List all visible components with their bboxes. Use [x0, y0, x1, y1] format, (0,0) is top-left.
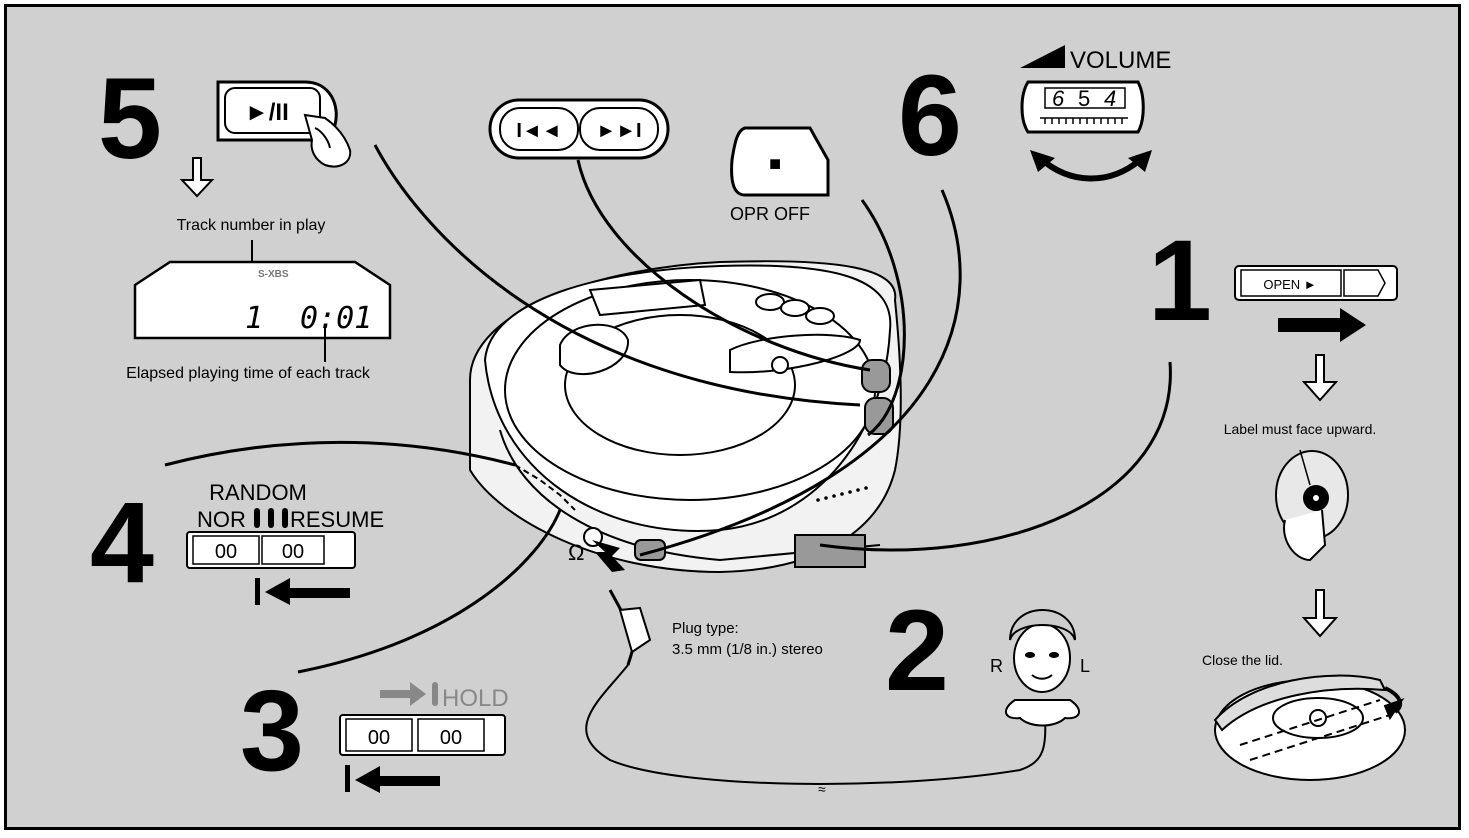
volume-title: VOLUME [1070, 47, 1171, 74]
player-dots [816, 486, 868, 502]
step-5-number: 5 [98, 55, 162, 183]
headphone-cable [585, 664, 1047, 785]
step-6-number: 6 [898, 52, 962, 180]
mode-marker-3 [282, 508, 288, 528]
listener-face-icon [1005, 609, 1080, 727]
opr-off-label: OPR OFF [730, 204, 810, 224]
lcd-elapsed-time: 0:01 [300, 301, 372, 336]
headphone-jack-icon: Ω [568, 540, 584, 565]
cable-break-mark: ≈ [818, 781, 826, 797]
skip-prev-icon: I◄◄ [516, 120, 561, 142]
step-2-number: 2 [885, 587, 949, 715]
insert-arrow-icon [592, 540, 625, 572]
hold-marker [432, 682, 438, 706]
leader-lines [164, 144, 1172, 674]
volume-digit-5: 5 [1078, 86, 1090, 111]
pressing-finger-icon [303, 113, 352, 168]
stop-icon: ■ [769, 153, 781, 175]
play-pause-button[interactable]: ►/II [216, 80, 338, 142]
random-label: RANDOM [209, 480, 307, 505]
leader-step3 [297, 509, 562, 674]
skip-prev-button[interactable] [499, 107, 579, 151]
mode-switch-digits-b: 00 [282, 541, 304, 563]
hold-arrow-icon [380, 682, 426, 706]
rotate-arrowhead-right [1128, 150, 1152, 172]
mode-switch-digits-a: 00 [215, 541, 237, 563]
closing-lid-icon [1213, 674, 1406, 781]
slide-right-arrow-icon [1278, 308, 1366, 342]
lcd-sxbs: S-XBS [258, 269, 289, 280]
headphone-plug-icon [608, 589, 652, 666]
leader-step5 [373, 144, 861, 407]
close-lid-text: Close the lid. [1202, 652, 1283, 668]
down-arrow-icon [179, 157, 215, 198]
mode-marker-2 [268, 508, 274, 528]
mode-switch[interactable]: 00 00 [186, 531, 356, 569]
track-number-label: Track number in play [177, 217, 326, 234]
skip-next-button[interactable] [579, 107, 659, 151]
skip-buttons: I◄◄ ►►I [488, 98, 670, 160]
leader-volume [639, 189, 962, 557]
step-4-number: 4 [90, 479, 154, 607]
left-ear-label: L [1080, 656, 1090, 676]
hold-label: HOLD [442, 685, 509, 712]
plug-spec-label: 3.5 mm (1/8 in.) stereo [672, 641, 823, 658]
rotate-arrowhead-left [1030, 150, 1055, 172]
play-pause-label: ►/II [245, 99, 289, 126]
disc-in-hand-icon [1275, 449, 1349, 562]
down-arrow-icon-3 [1301, 589, 1339, 638]
skip-next-icon: ►►I [596, 120, 641, 142]
down-arrow-icon-2 [1301, 354, 1339, 402]
volume-dial[interactable]: 6 5 4 [1020, 80, 1145, 134]
hold-switch-digits-b: 00 [440, 727, 462, 749]
stop-button[interactable]: ■ [730, 126, 830, 197]
volume-digit-4: 4 [1104, 86, 1116, 111]
hold-switch-digits-a: 00 [368, 727, 390, 749]
label-face-upward-text: Label must face upward. [1224, 421, 1377, 437]
mode-marker-1 [254, 508, 260, 528]
elapsed-time-label: Elapsed playing time of each track [126, 365, 371, 382]
rotate-arrow-icon [1037, 155, 1142, 182]
leader-stop [860, 199, 906, 437]
nor-label: NOR [197, 507, 246, 532]
slide-left-arrow-icon-2 [345, 765, 440, 793]
leader-step4 [164, 440, 516, 467]
slide-left-arrow-icon [255, 578, 350, 605]
lcd-display: S-XBS 1 0:01 [133, 260, 392, 340]
volume-digit-6: 6 [1052, 86, 1065, 111]
lcd-track-number: 1 [245, 301, 263, 336]
leader-open [819, 361, 1172, 552]
leader-skip [576, 159, 871, 372]
step-1-number: 1 [1148, 217, 1212, 345]
open-switch[interactable]: OPEN ► [1234, 265, 1398, 301]
plug-type-label: Plug type: [672, 620, 739, 637]
right-ear-label: R [990, 656, 1003, 676]
cd-player [469, 260, 902, 574]
volume-wedge-icon [1020, 45, 1065, 68]
step-3-number: 3 [240, 667, 304, 795]
resume-label: RESUME [290, 507, 384, 532]
open-label: OPEN ► [1263, 277, 1316, 292]
hold-switch[interactable]: 00 00 [339, 714, 506, 756]
